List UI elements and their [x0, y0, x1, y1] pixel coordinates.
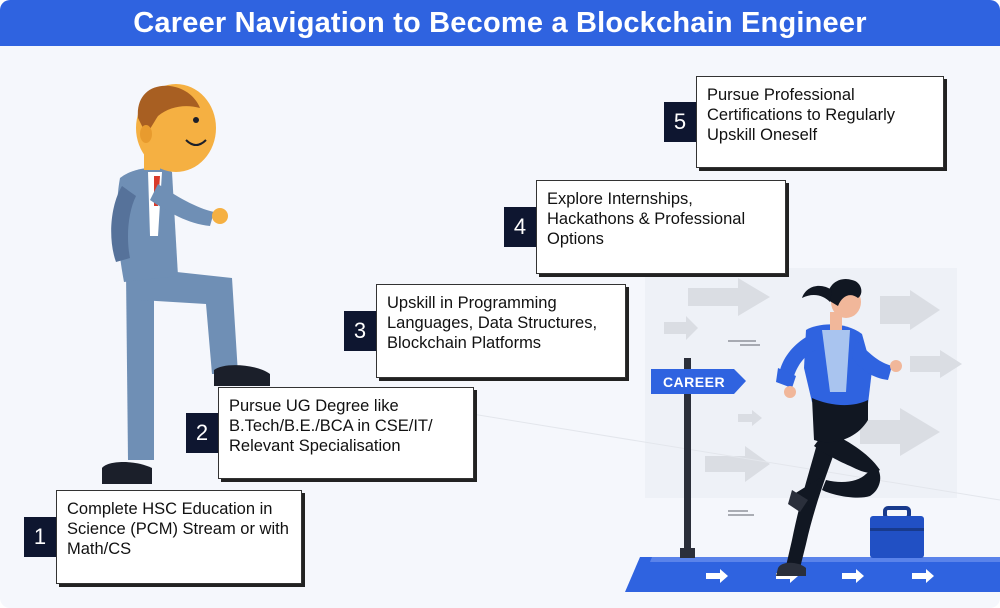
career-signpost [651, 358, 746, 558]
climbing-man-illustration [102, 84, 270, 484]
step-number: 3 [344, 311, 376, 351]
step-number: 5 [664, 102, 696, 142]
running-woman-illustration [776, 278, 902, 576]
step-text: Pursue UG Degree like B.Tech/B.E./BCA in… [218, 387, 474, 479]
step-text: Explore Internships, Hackathons & Profes… [536, 180, 786, 274]
step-text: Complete HSC Education in Science (PCM) … [56, 490, 302, 584]
step-text: Upskill in Programming Languages, Data S… [376, 284, 626, 378]
briefcase-icon [870, 506, 924, 558]
step-1: 1 Complete HSC Education in Science (PCM… [24, 490, 302, 584]
step-2: 2 Pursue UG Degree like B.Tech/B.E./BCA … [186, 387, 474, 479]
step-5: 5 Pursue Professional Certifications to … [664, 76, 944, 168]
title-banner: Career Navigation to Become a Blockchain… [0, 0, 1000, 46]
guide-line [459, 411, 1000, 501]
page-title: Career Navigation to Become a Blockchain… [133, 6, 867, 39]
step-text: Pursue Professional Certifications to Re… [696, 76, 944, 168]
speed-lines [728, 340, 760, 516]
step-4: 4 Explore Internships, Hackathons & Prof… [504, 180, 786, 274]
career-sign-label: CAREER [662, 373, 726, 390]
step-number: 4 [504, 207, 536, 247]
step-3: 3 Upskill in Programming Languages, Data… [344, 284, 626, 378]
track [625, 557, 1000, 592]
step-number: 1 [24, 517, 56, 557]
step-number: 2 [186, 413, 218, 453]
background-arrows [664, 278, 962, 482]
